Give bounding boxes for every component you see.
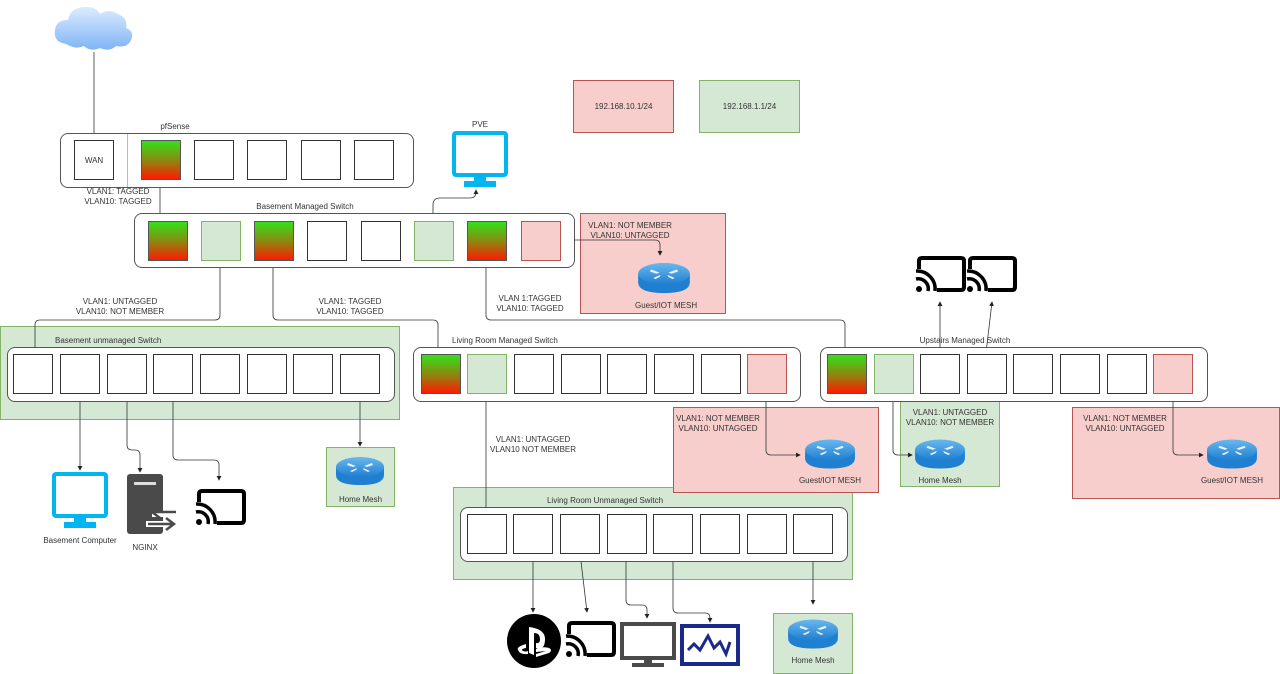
basement-to-upstairs-label: VLAN 1:TAGGED VLAN10: TAGGED xyxy=(496,294,564,313)
basement-unmanaged-port xyxy=(60,354,100,394)
upstairs-guest-mesh-label: Guest/IOT MESH xyxy=(1200,476,1264,485)
living-to-unmanaged-label: VLAN1: UNTAGGED VLAN10 NOT MEMBER xyxy=(489,435,577,454)
pfsense-router: WAN xyxy=(60,133,414,188)
nginx-label: NGINX xyxy=(132,543,158,552)
living-unmanaged-port xyxy=(513,514,553,554)
playstation-icon xyxy=(507,614,561,668)
upstairs-port-5 xyxy=(1013,354,1053,394)
cast-icon xyxy=(966,256,1017,292)
basement-port-4 xyxy=(307,221,347,261)
basement-to-unmanaged-label: VLAN1: UNTAGGED VLAN10: NOT MEMBER xyxy=(75,297,165,316)
pve-label: PVE xyxy=(471,120,488,129)
basement-unmanaged-port xyxy=(247,354,287,394)
subnet-vlan10-label: 192.168.10.1/24 xyxy=(594,102,653,111)
pfsense-port xyxy=(301,140,341,180)
living-port-7 xyxy=(701,354,741,394)
living-managed-switch xyxy=(413,347,801,402)
living-unmanaged-port xyxy=(653,514,693,554)
pfsense-port xyxy=(194,140,234,180)
basement-port-1 xyxy=(148,221,188,261)
cast-icon xyxy=(565,621,616,657)
basement-managed-switch xyxy=(134,213,575,268)
basement-unmanaged-port xyxy=(107,354,147,394)
living-port-4 xyxy=(561,354,601,394)
basement-port-5 xyxy=(361,221,401,261)
upstairs-port-8 xyxy=(1153,354,1193,394)
basement-computer-label: Basement Computer xyxy=(43,536,117,545)
basement-port-3 xyxy=(254,221,294,261)
router-icon xyxy=(788,619,838,649)
pfsense-port xyxy=(354,140,394,180)
basement-managed-title: Basement Managed Switch xyxy=(256,202,354,211)
basement-port-6 xyxy=(414,221,454,261)
living-port-2 xyxy=(467,354,507,394)
wan-port: WAN xyxy=(74,140,114,180)
pfsense-divider xyxy=(127,134,128,187)
basement-guest-vlan-label: VLAN1: NOT MEMBER VLAN10: UNTAGGED xyxy=(588,221,672,240)
upstairs-home-vlan-label: VLAN1: UNTAGGED VLAN10: NOT MEMBER xyxy=(905,408,995,427)
living-managed-title: Living Room Managed Switch xyxy=(452,336,558,345)
living-unmanaged-port xyxy=(747,514,787,554)
wan-label: WAN xyxy=(84,155,104,165)
basement-to-living-label: VLAN1: TAGGED VLAN10: TAGGED xyxy=(316,297,384,316)
upstairs-home-mesh-label: Home Mesh xyxy=(918,476,962,485)
cloud-icon xyxy=(54,6,133,50)
pfsense-trunk-label: VLAN1: TAGGED VLAN10: TAGGED xyxy=(84,187,152,206)
subnet-vlan1: 192.168.1.1/24 xyxy=(699,80,800,133)
basement-unmanaged-port xyxy=(13,354,53,394)
basement-unmanaged-switch xyxy=(7,347,395,402)
router-icon xyxy=(336,457,384,485)
basement-unmanaged-title: Basement unmanaged Switch xyxy=(55,336,162,345)
living-unmanaged-switch xyxy=(460,507,848,562)
living-unmanaged-port xyxy=(560,514,600,554)
living-unmanaged-port xyxy=(793,514,833,554)
server-icon xyxy=(127,474,177,534)
living-unmanaged-port xyxy=(467,514,507,554)
upstairs-port-3 xyxy=(920,354,960,394)
pfsense-port xyxy=(247,140,287,180)
living-port-3 xyxy=(514,354,554,394)
monitoring-icon xyxy=(680,624,740,666)
upstairs-port-7 xyxy=(1107,354,1147,394)
living-port-1 xyxy=(421,354,461,394)
cast-icon xyxy=(195,489,246,525)
upstairs-managed-switch xyxy=(820,347,1208,402)
router-icon xyxy=(805,439,855,469)
subnet-vlan1-label: 192.168.1.1/24 xyxy=(722,102,777,111)
router-icon xyxy=(915,439,965,469)
living-guest-vlan-label: VLAN1: NOT MEMBER VLAN10: UNTAGGED xyxy=(676,414,760,433)
basement-unmanaged-port xyxy=(293,354,333,394)
basement-port-8 xyxy=(521,221,561,261)
upstairs-port-6 xyxy=(1060,354,1100,394)
living-home-mesh-label: Home Mesh xyxy=(791,656,835,665)
basement-home-mesh-label: Home Mesh xyxy=(338,495,383,504)
pfsense-lan-port xyxy=(141,140,181,180)
router-icon xyxy=(1207,439,1257,469)
living-port-5 xyxy=(607,354,647,394)
basement-guest-mesh-label: Guest/IOT MESH xyxy=(635,301,698,310)
upstairs-port-1 xyxy=(827,354,867,394)
pfsense-title: pfSense xyxy=(160,122,190,131)
basement-port-7 xyxy=(467,221,507,261)
subnet-vlan10: 192.168.10.1/24 xyxy=(573,80,674,133)
living-unmanaged-port xyxy=(700,514,740,554)
upstairs-managed-title: Upstairs Managed Switch xyxy=(919,336,1011,345)
monitor-icon xyxy=(52,472,108,528)
basement-port-2 xyxy=(201,221,241,261)
living-unmanaged-port xyxy=(607,514,647,554)
upstairs-guest-vlan-label: VLAN1: NOT MEMBER VLAN10: UNTAGGED xyxy=(1083,414,1167,433)
living-unmanaged-title: Living Room Unmanaged Switch xyxy=(546,496,664,505)
living-guest-mesh-label: Guest/IOT MESH xyxy=(798,476,862,485)
router-icon xyxy=(638,262,690,294)
living-port-6 xyxy=(654,354,694,394)
basement-unmanaged-port xyxy=(153,354,193,394)
cast-icon xyxy=(915,256,966,292)
basement-unmanaged-port xyxy=(340,354,380,394)
living-port-8 xyxy=(747,354,787,394)
upstairs-port-2 xyxy=(874,354,914,394)
tv-icon xyxy=(620,622,676,667)
basement-unmanaged-port xyxy=(200,354,240,394)
upstairs-port-4 xyxy=(967,354,1007,394)
monitor-icon xyxy=(452,131,508,187)
